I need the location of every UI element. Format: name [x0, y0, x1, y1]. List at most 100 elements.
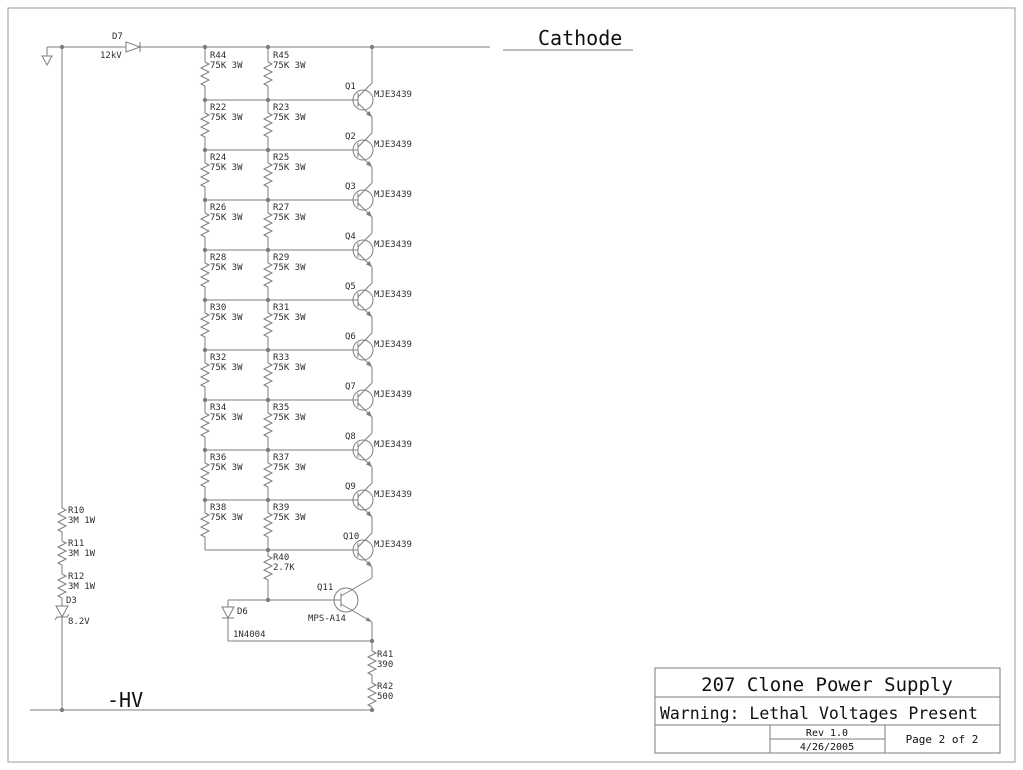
resistor-ref: R36 — [210, 453, 226, 463]
resistor-symbol — [367, 650, 377, 676]
bleeder-branch: R10 3M 1W R11 3M 1W R12 3M 1W D3 8.2V — [54, 47, 96, 710]
transistor-ref: Q8 — [345, 432, 356, 442]
transistor-symbol — [352, 382, 374, 418]
transistor-part: MJE3439 — [374, 190, 412, 200]
resistor-ref: R11 — [68, 539, 84, 549]
resistor-value: 75K 3W — [210, 213, 243, 223]
transistor-symbol — [352, 432, 374, 468]
transistor-ref: Q11 — [317, 583, 333, 593]
resistor-ref: R33 — [273, 353, 289, 363]
resistor-ref: R45 — [273, 51, 289, 61]
page-number-label: Page 2 of 2 — [906, 733, 979, 746]
ladder-row-9: R36 75K 3W R37 75K 3W Q9 MJE3439 — [200, 450, 412, 533]
resistor-value: 390 — [377, 660, 393, 670]
cathode-node-label: Cathode — [538, 26, 622, 50]
transistor-symbol — [352, 332, 374, 368]
resistor-value: 75K 3W — [210, 463, 243, 473]
diode-value: 12kV — [100, 51, 122, 61]
diode-D6: D6 1N4004 — [221, 600, 266, 641]
transistor-part: MJE3439 — [374, 290, 412, 300]
resistor-ref: R25 — [273, 153, 289, 163]
resistor-symbol — [263, 362, 273, 388]
resistor-symbol — [263, 61, 273, 87]
transistor-part: MJE3439 — [374, 390, 412, 400]
transistor-part: MJE3439 — [374, 240, 412, 250]
resistor-ref: R27 — [273, 203, 289, 213]
title-block: 207 Clone Power Supply Warning: Lethal V… — [654, 667, 1001, 754]
warning-text: Warning: Lethal Voltages Present — [660, 704, 978, 723]
zener-ref: D3 — [66, 596, 77, 606]
transistor-symbol — [352, 82, 374, 118]
transistor-symbol — [352, 482, 374, 518]
revision-label: Rev 1.0 — [806, 728, 848, 739]
resistor-value: 75K 3W — [273, 363, 306, 373]
diode-ref: D7 — [112, 32, 123, 42]
transistor-symbol — [352, 132, 374, 168]
resistor-value: 75K 3W — [210, 513, 243, 523]
resistor-value: 75K 3W — [273, 413, 306, 423]
resistor-symbol — [200, 162, 210, 188]
ladder-row-4: R26 75K 3W R27 75K 3W Q4 MJE3439 — [200, 200, 412, 283]
resistor-ref: R42 — [377, 682, 393, 692]
resistor-ref: R10 — [68, 506, 84, 516]
ladder-row-8: R34 75K 3W R35 75K 3W Q8 MJE3439 — [200, 400, 412, 483]
resistor-ref: R38 — [210, 503, 226, 513]
transistor-ref: Q9 — [345, 482, 356, 492]
resistor-value: 75K 3W — [273, 463, 306, 473]
resistor-ref: R29 — [273, 253, 289, 263]
resistor-value: 75K 3W — [210, 263, 243, 273]
resistor-symbol — [263, 312, 273, 338]
resistor-value: 3M 1W — [68, 582, 96, 592]
transistor-ref: Q5 — [345, 282, 356, 292]
resistor-value: 75K 3W — [210, 61, 243, 71]
resistor-symbol — [263, 112, 273, 138]
resistor-ref: R41 — [377, 650, 393, 660]
resistor-value: 3M 1W — [68, 549, 96, 559]
resistor-symbol — [200, 362, 210, 388]
resistor-symbol — [57, 573, 67, 599]
resistor-symbol — [57, 540, 67, 566]
transistor-ref: Q3 — [345, 182, 356, 192]
resistor-value: 75K 3W — [273, 163, 306, 173]
resistor-ref: R40 — [273, 553, 289, 563]
resistor-symbol — [263, 462, 273, 488]
resistor-symbol — [200, 312, 210, 338]
resistor-ref: R22 — [210, 103, 226, 113]
ladder-row-5: R28 75K 3W R29 75K 3W Q5 MJE3439 — [200, 250, 412, 333]
transistor-part: MJE3439 — [374, 490, 412, 500]
resistor-value: 500 — [377, 692, 393, 702]
transistor-part: MJE3439 — [374, 540, 412, 550]
resistor-symbol — [263, 212, 273, 238]
cathode-rail: D7 12kV Cathode — [41, 26, 633, 83]
resistor-symbol — [200, 112, 210, 138]
resistor-symbol — [263, 412, 273, 438]
neg-hv-node-label: -HV — [107, 688, 143, 712]
resistor-symbol — [263, 162, 273, 188]
resistor-ref: R31 — [273, 303, 289, 313]
resistor-ref: R28 — [210, 253, 226, 263]
resistor-value: 75K 3W — [273, 313, 306, 323]
resistor-value: 75K 3W — [210, 313, 243, 323]
neg-hv-rail: -HV — [30, 688, 375, 713]
transistor-ref: Q6 — [345, 332, 356, 342]
transistor-Q11: Q11 MPS-A14 — [308, 577, 373, 624]
transistor-part: MJE3439 — [374, 140, 412, 150]
date-label: 4/26/2005 — [800, 742, 854, 753]
resistor-symbol — [200, 212, 210, 238]
resistor-symbol — [263, 262, 273, 288]
resistor-symbol — [367, 682, 377, 708]
resistor-symbol — [200, 262, 210, 288]
resistor-value: 75K 3W — [210, 363, 243, 373]
resistor-symbol — [200, 412, 210, 438]
resistor-value: 75K 3W — [273, 113, 306, 123]
transistor-part: MJE3439 — [374, 90, 412, 100]
resistor-value: 75K 3W — [273, 263, 306, 273]
resistor-value: 75K 3W — [210, 113, 243, 123]
drawing-title: 207 Clone Power Supply — [701, 674, 953, 696]
ladder-row-6: R30 75K 3W R31 75K 3W Q6 MJE3439 — [200, 300, 412, 383]
resistor-ref: R12 — [68, 572, 84, 582]
transistor-ref: Q10 — [343, 532, 359, 542]
resistor-ref: R32 — [210, 353, 226, 363]
resistor-value: 75K 3W — [273, 213, 306, 223]
